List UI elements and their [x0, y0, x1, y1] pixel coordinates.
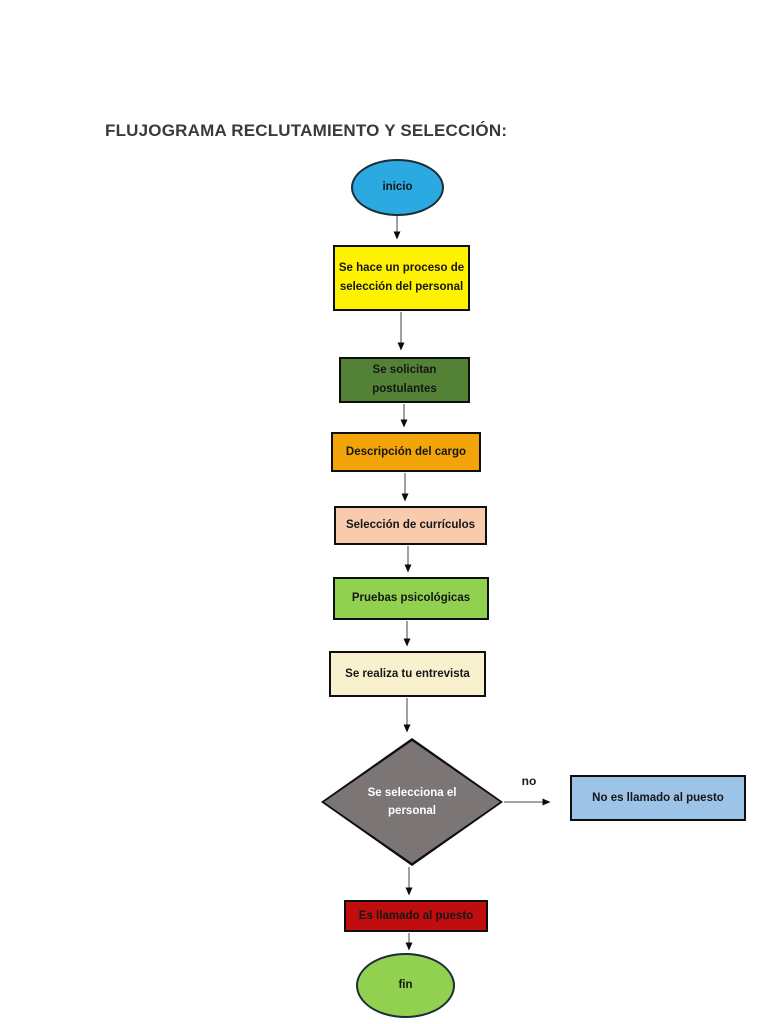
decision-diamond-label: Se selecciona el personal — [321, 738, 503, 866]
page-title: FLUJOGRAMA RECLUTAMIENTO Y SELECCIÓN: — [105, 121, 508, 140]
edge-label-no: no — [521, 774, 537, 788]
node-inicio: inicio — [351, 159, 444, 216]
decision-diamond-text: Se selecciona el personal — [367, 786, 457, 817]
node-descripcion-cargo: Descripción del cargo — [331, 432, 481, 472]
node-es-llamado: Es llamado al puesto — [344, 900, 488, 932]
node-pruebas-psicologicas: Pruebas psicológicas — [333, 577, 489, 620]
node-no-llamado: No es llamado al puesto — [570, 775, 746, 821]
node-seleccion-curriculos: Selección de currículos — [334, 506, 487, 545]
node-solicitan-postulantes: Se solicitan postulantes — [339, 357, 470, 403]
node-proceso-seleccion: Se hace un proceso de selección del pers… — [333, 245, 470, 311]
node-entrevista: Se realiza tu entrevista — [329, 651, 486, 697]
node-fin: fin — [356, 953, 455, 1018]
